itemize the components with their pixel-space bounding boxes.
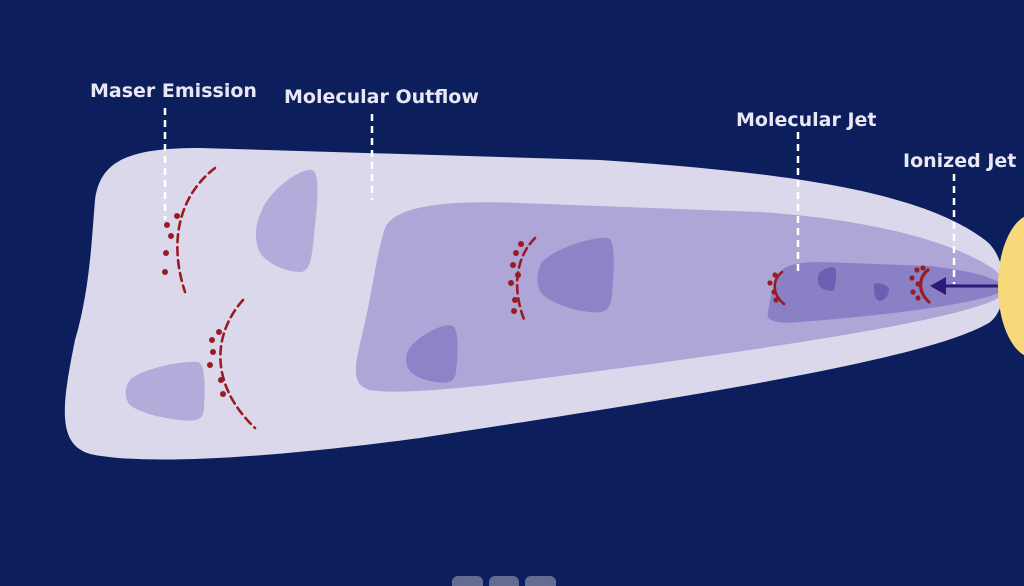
jet-clump bbox=[817, 267, 837, 291]
protostar bbox=[998, 216, 1024, 356]
jet-clump bbox=[874, 283, 889, 301]
bottom-tab[interactable] bbox=[488, 576, 520, 586]
outflow-clump bbox=[537, 237, 614, 313]
bottom-tab[interactable] bbox=[525, 576, 557, 586]
ionized-jet-label: Ionized Jet bbox=[903, 150, 1016, 172]
molecular-jet-label: Molecular Jet bbox=[736, 109, 877, 131]
outflow-clump bbox=[406, 325, 458, 383]
maser-emission-label: Maser Emission bbox=[90, 80, 257, 102]
molecular-outflow-label: Molecular Outflow bbox=[284, 86, 479, 108]
bottom-tab-strip bbox=[452, 576, 557, 586]
maser-cluster bbox=[508, 236, 537, 324]
maser-cluster bbox=[909, 265, 931, 304]
outflow-clump bbox=[255, 169, 318, 272]
outflow-clump bbox=[125, 361, 205, 421]
maser-cluster bbox=[767, 270, 786, 306]
maser-cluster bbox=[207, 298, 257, 430]
ionized-jet-arrow bbox=[930, 277, 1000, 295]
maser-cluster bbox=[162, 166, 217, 294]
bottom-tab[interactable] bbox=[452, 576, 483, 586]
inner-outflow-region bbox=[355, 202, 1003, 392]
